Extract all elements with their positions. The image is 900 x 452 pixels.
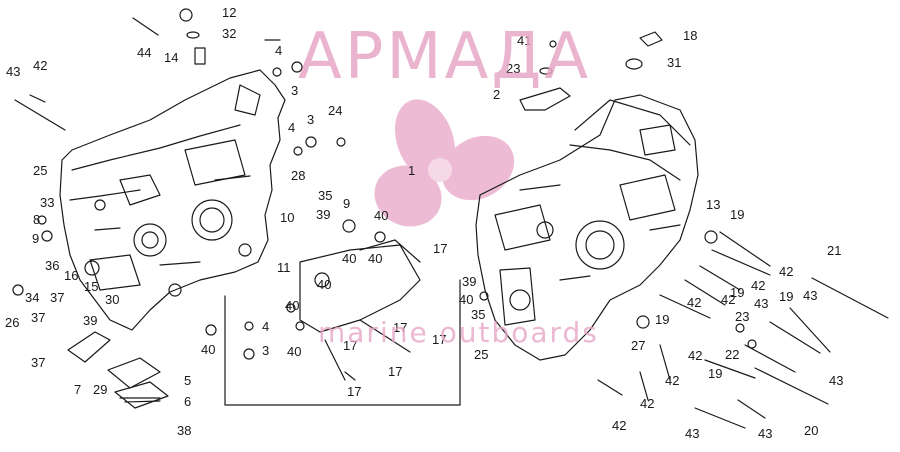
callout-35: 35	[318, 188, 332, 203]
callout-25: 25	[33, 163, 47, 178]
callout-19: 19	[730, 207, 744, 222]
callout-38: 38	[177, 423, 191, 438]
callout-29: 29	[93, 382, 107, 397]
callout-19: 19	[708, 366, 722, 381]
callout-40: 40	[317, 277, 331, 292]
callout-15: 15	[84, 279, 98, 294]
callout-43: 43	[685, 426, 699, 441]
callout-39: 39	[462, 274, 476, 289]
callout-17: 17	[347, 384, 361, 399]
callout-42: 42	[612, 418, 626, 433]
callout-43: 43	[829, 373, 843, 388]
callout-17: 17	[388, 364, 402, 379]
callout-17: 17	[432, 332, 446, 347]
watermark-tagline: marine outboards	[318, 316, 599, 349]
callout-42: 42	[687, 295, 701, 310]
callout-37: 37	[50, 290, 64, 305]
callout-40: 40	[287, 344, 301, 359]
callout-17: 17	[433, 241, 447, 256]
callout-21: 21	[827, 243, 841, 258]
callout-39: 39	[83, 313, 97, 328]
callout-44: 44	[137, 45, 151, 60]
callout-37: 37	[31, 310, 45, 325]
callout-17: 17	[393, 320, 407, 335]
callout-4: 4	[288, 120, 295, 135]
callout-30: 30	[105, 292, 119, 307]
callout-42: 42	[751, 278, 765, 293]
callout-40: 40	[368, 251, 382, 266]
crankcase-bolts-right	[14, 17, 889, 429]
callout-42: 42	[665, 373, 679, 388]
small-hardware	[12, 8, 757, 360]
callout-1: 1	[408, 163, 415, 178]
callout-frame-bottom	[224, 279, 461, 406]
callout-35: 35	[471, 307, 485, 322]
callout-43: 43	[6, 64, 20, 79]
callout-9: 9	[32, 231, 39, 246]
callout-27: 27	[631, 338, 645, 353]
callout-10: 10	[280, 210, 294, 225]
callout-42: 42	[779, 264, 793, 279]
callout-17: 17	[343, 338, 357, 353]
callout-16: 16	[64, 268, 78, 283]
oil-strainer-assembly	[67, 331, 169, 409]
callout-23: 23	[506, 61, 520, 76]
callout-28: 28	[291, 168, 305, 183]
right-crankcase-half	[475, 94, 699, 361]
callout-43: 43	[803, 288, 817, 303]
callout-41: 41	[517, 33, 531, 48]
callout-39: 39	[316, 207, 330, 222]
callout-4: 4	[262, 319, 269, 334]
callout-40: 40	[285, 298, 299, 313]
callout-43: 43	[754, 296, 768, 311]
center-gasket-plate	[299, 239, 421, 333]
callout-18: 18	[683, 28, 697, 43]
callout-37: 37	[31, 355, 45, 370]
callout-32: 32	[222, 26, 236, 41]
callout-7: 7	[74, 382, 81, 397]
callout-3: 3	[307, 112, 314, 127]
bracket-part	[519, 87, 571, 111]
callout-3: 3	[262, 343, 269, 358]
callout-43: 43	[758, 426, 772, 441]
left-crankcase-half	[59, 69, 286, 331]
callout-24: 24	[328, 103, 342, 118]
callout-19: 19	[655, 312, 669, 327]
callout-40: 40	[342, 251, 356, 266]
callout-20: 20	[804, 423, 818, 438]
callout-42: 42	[721, 292, 735, 307]
callout-40: 40	[201, 342, 215, 357]
callout-33: 33	[40, 195, 54, 210]
callout-8: 8	[33, 212, 40, 227]
callout-31: 31	[667, 55, 681, 70]
callout-25: 25	[474, 347, 488, 362]
callout-6: 6	[184, 394, 191, 409]
callout-26: 26	[5, 315, 19, 330]
callout-40: 40	[459, 292, 473, 307]
callout-22: 22	[725, 347, 739, 362]
callout-19: 19	[730, 285, 744, 300]
callout-40: 40	[374, 208, 388, 223]
callout-23: 23	[735, 309, 749, 324]
callout-3: 3	[291, 83, 298, 98]
callout-34: 34	[25, 290, 39, 305]
callout-2: 2	[493, 87, 500, 102]
callout-42: 42	[640, 396, 654, 411]
callout-9: 9	[343, 196, 350, 211]
callout-19: 19	[779, 289, 793, 304]
callout-5: 5	[184, 373, 191, 388]
callout-11: 11	[277, 260, 291, 275]
callout-12: 12	[222, 5, 236, 20]
callout-13: 13	[706, 197, 720, 212]
callout-14: 14	[164, 50, 178, 65]
callout-42: 42	[688, 348, 702, 363]
watermark-brand: АРМАДА	[298, 20, 591, 94]
callout-36: 36	[45, 258, 59, 273]
watermark-propeller-icon	[374, 99, 515, 227]
callout-42: 42	[33, 58, 47, 73]
callout-4: 4	[275, 43, 282, 58]
